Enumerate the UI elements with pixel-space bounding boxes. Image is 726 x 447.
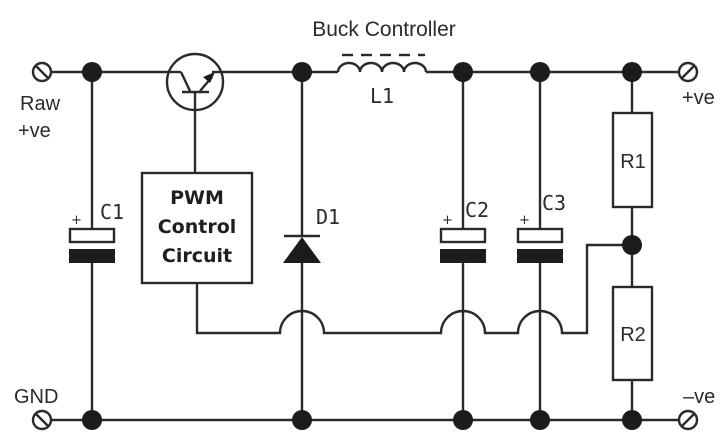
resistor-r2 xyxy=(611,285,654,420)
r1-label: R1 xyxy=(620,151,646,173)
c3-polarity: + xyxy=(519,213,530,228)
c2-negative-plate xyxy=(440,249,486,263)
junctions xyxy=(82,62,642,430)
label-output-negative: –ve xyxy=(683,386,715,408)
c2-positive-plate xyxy=(439,227,487,244)
label-output-positive: +ve xyxy=(682,87,715,109)
terminal-slot xyxy=(681,413,695,427)
junction-dot xyxy=(622,410,642,430)
pwm-control-circuit: PWM Control Circuit xyxy=(140,171,254,285)
resistor-r1 xyxy=(611,72,654,287)
terminal-output-negative xyxy=(677,409,699,431)
r2-label: R2 xyxy=(620,324,646,346)
terminal-slot xyxy=(681,65,695,79)
junction-dot xyxy=(530,410,550,430)
c1-negative-plate xyxy=(69,249,115,263)
d1-label: D1 xyxy=(316,205,340,229)
c1-label: C1 xyxy=(100,200,124,224)
junction-dot xyxy=(530,62,550,82)
c1-positive-plate xyxy=(68,227,116,244)
l1-coil xyxy=(336,61,428,73)
transistor-npn-icon xyxy=(165,52,225,173)
pwm-label-line2: Control xyxy=(158,216,237,238)
junction-dot xyxy=(622,62,642,82)
capacitor-c1 xyxy=(68,72,116,420)
junction-dot xyxy=(292,410,312,430)
junction-dot xyxy=(622,235,642,255)
emitter-arrow xyxy=(203,72,215,83)
terminal-raw-positive xyxy=(31,61,53,83)
capacitor-c3 xyxy=(516,72,564,420)
junction-dot xyxy=(292,62,312,82)
c3-label: C3 xyxy=(542,191,566,215)
terminal-output-positive xyxy=(677,61,699,83)
c2-polarity: + xyxy=(442,213,453,228)
label-raw: Raw xyxy=(20,93,61,115)
pwm-box xyxy=(140,171,254,285)
junction-dot xyxy=(82,62,102,82)
pwm-label-line1: PWM xyxy=(170,187,224,209)
collector-lead xyxy=(179,71,192,92)
junction-dot xyxy=(453,62,473,82)
c3-positive-plate xyxy=(516,227,564,244)
terminal-slot xyxy=(35,65,49,79)
label-gnd: GND xyxy=(14,386,58,408)
junction-dot xyxy=(82,410,102,430)
junction-dot xyxy=(453,410,473,430)
terminal-slot xyxy=(35,413,49,427)
pwm-label-line3: Circuit xyxy=(162,245,232,267)
d1-anode-triangle xyxy=(283,237,321,263)
terminal-ground xyxy=(31,409,53,431)
l1-label: L1 xyxy=(370,84,394,108)
label-raw-positive: +ve xyxy=(18,120,51,142)
diagram-title: Buck Controller xyxy=(312,18,456,41)
c3-negative-plate xyxy=(517,249,563,263)
r1-body xyxy=(611,111,654,209)
diode-d1 xyxy=(283,72,321,420)
c1-polarity: + xyxy=(71,213,82,228)
c2-label: C2 xyxy=(465,198,489,222)
feedback-wire xyxy=(195,243,632,335)
r2-body xyxy=(611,285,654,382)
capacitor-c2 xyxy=(439,72,487,420)
inductor-l1 xyxy=(336,53,428,73)
